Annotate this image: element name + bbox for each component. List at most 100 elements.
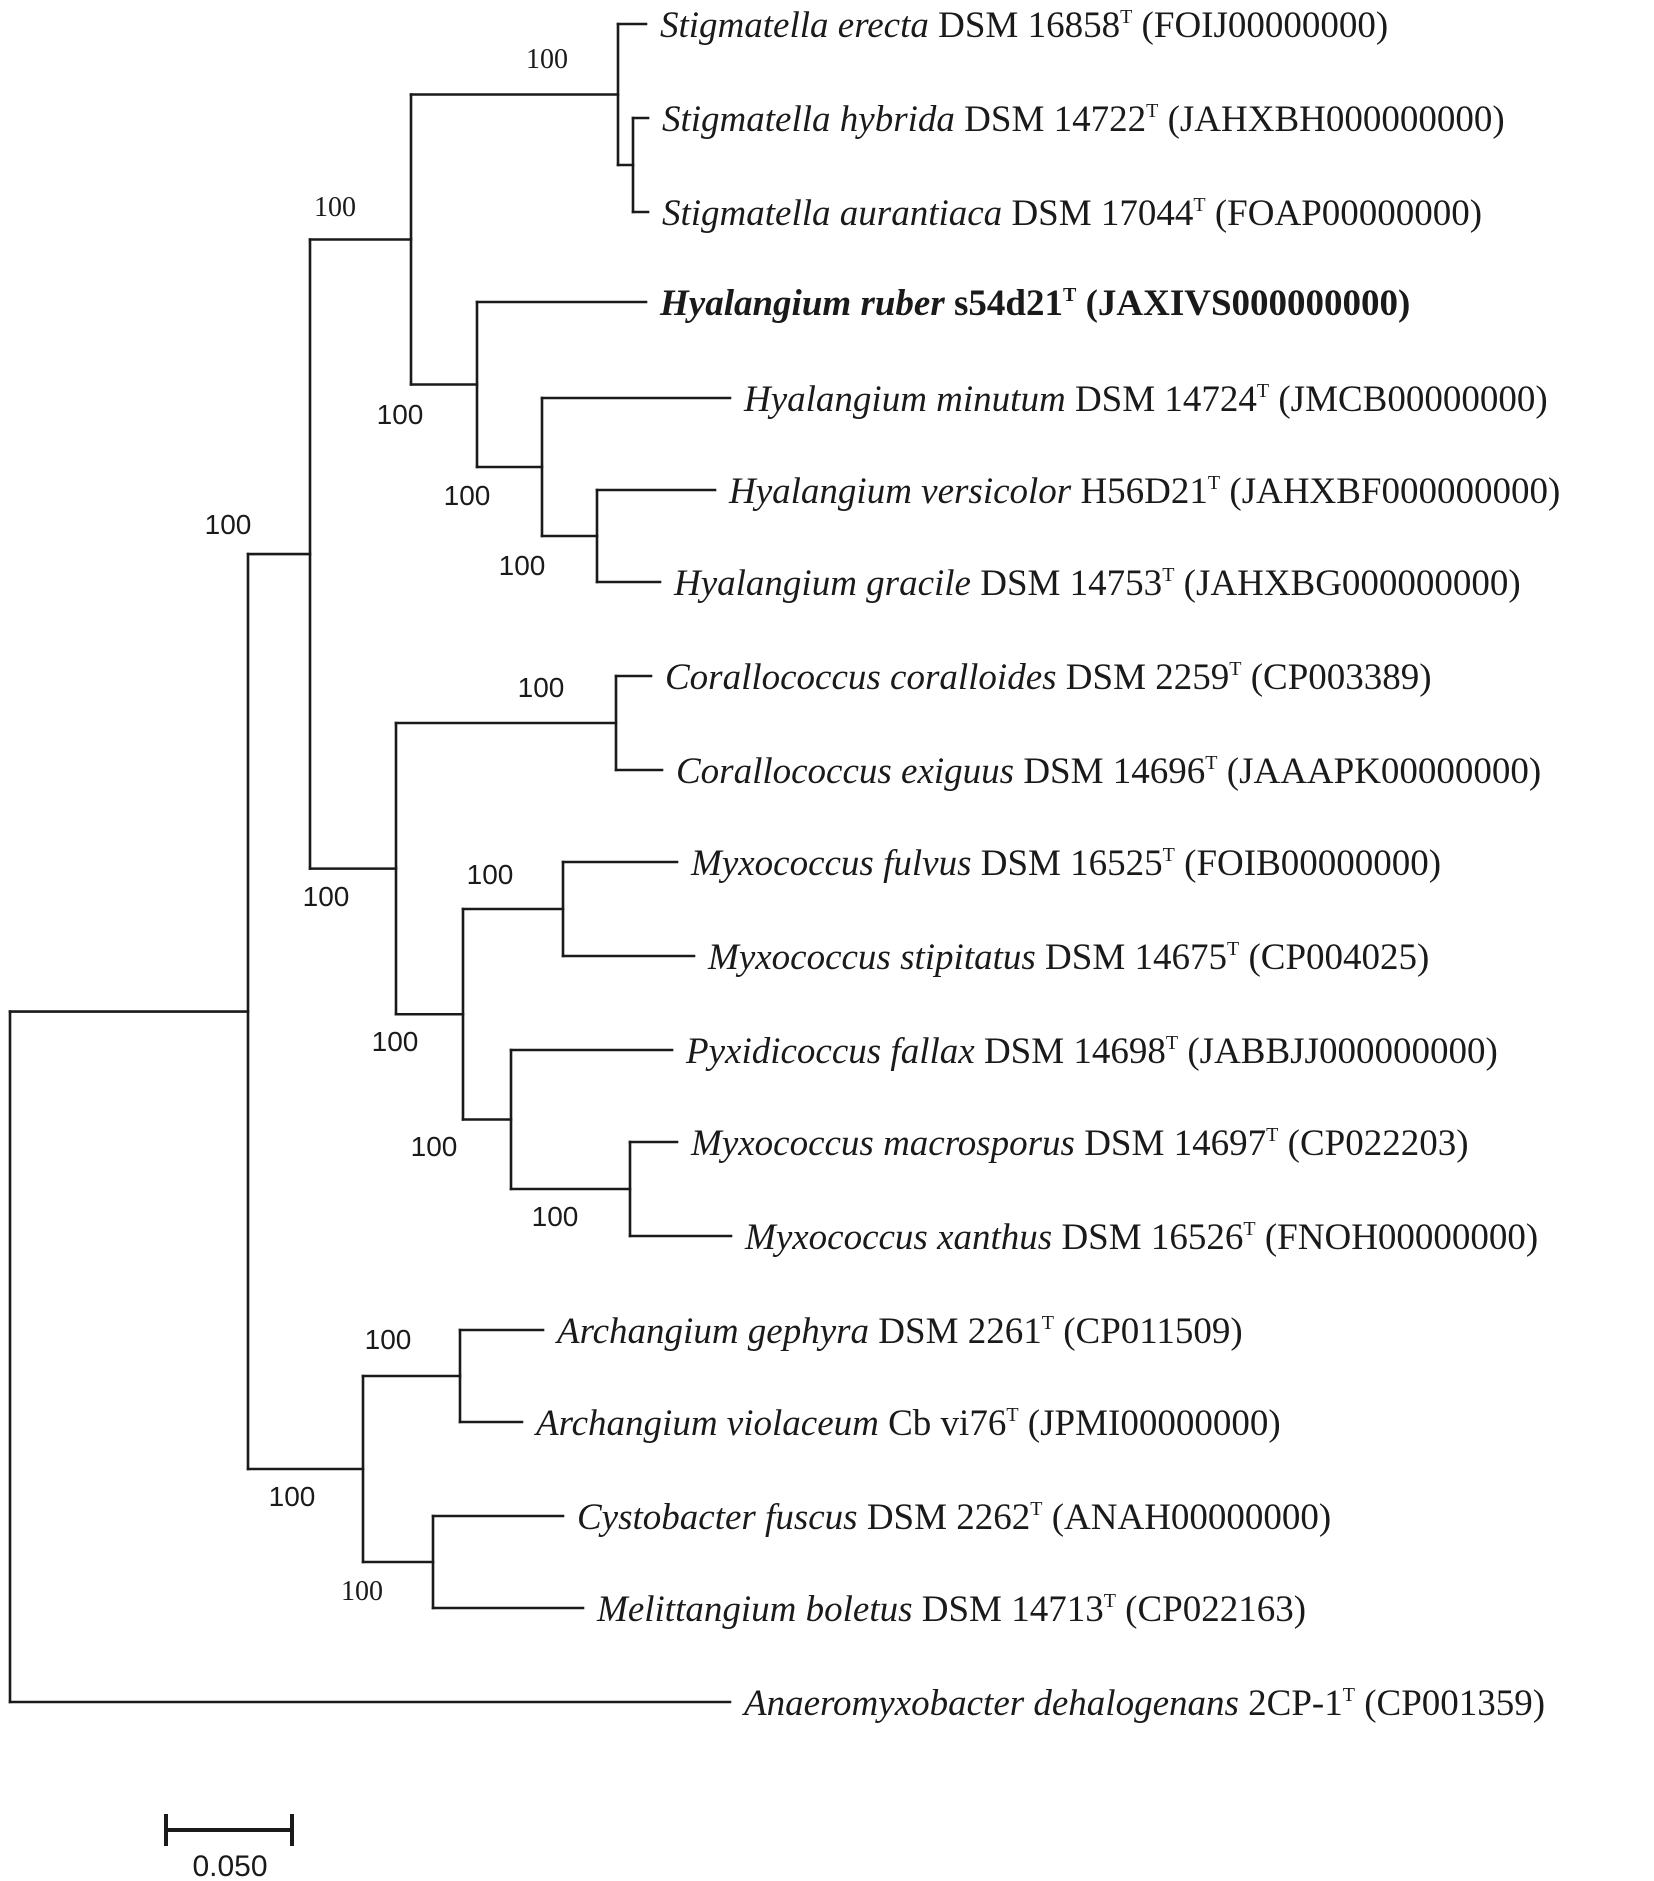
species-name: Stigmatella aurantiaca — [662, 193, 1002, 234]
strain-name: DSM 14696 — [1014, 751, 1205, 792]
species-name: Anaeromyxobacter dehalogenans — [741, 1683, 1239, 1724]
taxon-label: Myxococcus macrosporus DSM 14697T (CP022… — [690, 1123, 1469, 1164]
type-strain-superscript: T — [1343, 1684, 1355, 1706]
type-strain-superscript: T — [1163, 844, 1175, 866]
bootstrap-values: 1001001001001001001001001001001001001001… — [205, 44, 579, 1607]
bootstrap-value: 100 — [372, 1026, 419, 1057]
accession-number: (JAHXBG000000000) — [1174, 563, 1520, 604]
bootstrap-value: 100 — [526, 44, 568, 75]
accession-number: (JAHXBF000000000) — [1220, 471, 1560, 512]
taxon-label: Archangium violaceum Cb vi76T (JPMI00000… — [533, 1403, 1281, 1444]
species-name: Stigmatella erecta — [660, 5, 929, 46]
taxon-label: Hyalangium versicolor H56D21T (JAHXBF000… — [728, 471, 1560, 512]
accession-number: (ANAH00000000) — [1042, 1497, 1331, 1538]
type-strain-superscript: T — [1042, 1312, 1054, 1334]
bootstrap-value: 100 — [467, 859, 514, 890]
type-strain-superscript: T — [1006, 1404, 1018, 1426]
strain-name: DSM 14724 — [1066, 379, 1257, 420]
accession-number: (CP022203) — [1278, 1123, 1468, 1164]
strain-name: DSM 14722 — [955, 99, 1146, 140]
strain-name: DSM 17044 — [1002, 193, 1193, 234]
strain-name: DSM 14697 — [1075, 1123, 1266, 1164]
type-strain-superscript: T — [1063, 284, 1077, 306]
taxon-label: Corallococcus coralloides DSM 2259T (CP0… — [665, 657, 1432, 698]
accession-number: (JAXIVS000000000) — [1076, 283, 1410, 324]
species-name: Hyalangium gracile — [673, 563, 971, 604]
taxon-label: Stigmatella aurantiaca DSM 17044T (FOAP0… — [662, 193, 1482, 234]
accession-number: (JPMI00000000) — [1019, 1403, 1281, 1444]
type-strain-superscript: T — [1208, 472, 1220, 494]
bootstrap-value: 100 — [532, 1201, 579, 1232]
taxon-label: Myxococcus xanthus DSM 16526T (FNOH00000… — [744, 1217, 1538, 1258]
accession-number: (CP022163) — [1116, 1589, 1306, 1630]
taxon-label: Myxococcus fulvus DSM 16525T (FOIB000000… — [690, 843, 1441, 884]
bootstrap-value: 100 — [518, 672, 565, 703]
taxon-label: Anaeromyxobacter dehalogenans 2CP-1T (CP… — [741, 1683, 1545, 1724]
bootstrap-value: 100 — [365, 1324, 412, 1355]
accession-number: (CP001359) — [1355, 1683, 1545, 1724]
type-strain-superscript: T — [1266, 1124, 1278, 1146]
strain-name: DSM 14675 — [1036, 937, 1227, 978]
strain-name: DSM 14713 — [913, 1589, 1104, 1630]
type-strain-superscript: T — [1104, 1590, 1116, 1612]
strain-name: DSM 16526 — [1052, 1217, 1243, 1258]
species-name: Archangium violaceum — [533, 1403, 879, 1444]
species-name: Hyalangium minutum — [743, 379, 1066, 420]
strain-name: DSM 2262 — [858, 1497, 1031, 1538]
strain-name: H56D21 — [1071, 471, 1208, 512]
strain-name: DSM 14753 — [971, 563, 1162, 604]
accession-number: (JABBJJ000000000) — [1178, 1031, 1498, 1072]
taxon-labels: Stigmatella erecta DSM 16858T (FOIJ00000… — [533, 5, 1560, 1724]
bootstrap-value: 100 — [444, 480, 491, 511]
bootstrap-value: 100 — [411, 1131, 458, 1162]
accession-number: (FOIB00000000) — [1175, 843, 1441, 884]
strain-name: DSM 14698 — [975, 1031, 1166, 1072]
species-name: Archangium gephyra — [554, 1311, 869, 1352]
species-name: Myxococcus stipitatus — [707, 937, 1036, 978]
scale-bar-label: 0.050 — [192, 1850, 267, 1881]
species-name: Melittangium boletus — [596, 1589, 913, 1630]
accession-number: (FOAP00000000) — [1206, 193, 1483, 234]
strain-name: Cb vi76 — [879, 1403, 1006, 1444]
species-name: Myxococcus macrosporus — [690, 1123, 1075, 1164]
species-name: Hyalangium ruber — [659, 283, 945, 324]
type-strain-superscript: T — [1243, 1218, 1255, 1240]
taxon-label: Hyalangium gracile DSM 14753T (JAHXBG000… — [673, 563, 1521, 604]
taxon-label: Hyalangium minutum DSM 14724T (JMCB00000… — [743, 379, 1548, 420]
taxon-label: Stigmatella erecta DSM 16858T (FOIJ00000… — [660, 5, 1388, 46]
type-strain-superscript: T — [1257, 380, 1269, 402]
type-strain-superscript: T — [1120, 6, 1132, 28]
type-strain-superscript: T — [1030, 1498, 1042, 1520]
species-name: Myxococcus xanthus — [744, 1217, 1052, 1258]
accession-number: (JAAAPK00000000) — [1218, 751, 1542, 792]
species-name: Corallococcus exiguus — [676, 751, 1014, 792]
type-strain-superscript: T — [1146, 100, 1158, 122]
species-name: Cystobacter fuscus — [577, 1497, 858, 1538]
species-name: Stigmatella hybrida — [662, 99, 955, 140]
taxon-label: Stigmatella hybrida DSM 14722T (JAHXBH00… — [662, 99, 1505, 140]
bootstrap-value: 100 — [499, 550, 546, 581]
strain-name: DSM 16525 — [971, 843, 1162, 884]
type-strain-superscript: T — [1162, 564, 1174, 586]
bootstrap-value: 100 — [341, 1576, 383, 1607]
species-name: Pyxidicoccus fallax — [685, 1031, 975, 1072]
strain-name: DSM 2259 — [1057, 657, 1230, 698]
taxon-label: Cystobacter fuscus DSM 2262T (ANAH000000… — [577, 1497, 1331, 1538]
accession-number: (CP004025) — [1239, 937, 1429, 978]
accession-number: (FOIJ00000000) — [1132, 5, 1388, 46]
strain-name: DSM 2261 — [869, 1311, 1042, 1352]
type-strain-superscript: T — [1227, 938, 1239, 960]
accession-number: (CP011509) — [1054, 1311, 1243, 1352]
accession-number: (JMCB00000000) — [1269, 379, 1548, 420]
bootstrap-value: 100 — [269, 1481, 316, 1512]
type-strain-superscript: T — [1205, 752, 1217, 774]
accession-number: (FNOH00000000) — [1256, 1217, 1539, 1258]
bootstrap-value: 100 — [377, 399, 424, 430]
scale-bar: 0.050 — [164, 1814, 294, 1881]
species-name: Corallococcus coralloides — [665, 657, 1057, 698]
bootstrap-value: 100 — [205, 509, 252, 540]
taxon-label: Pyxidicoccus fallax DSM 14698T (JABBJJ00… — [685, 1031, 1498, 1072]
taxon-label: Hyalangium ruber s54d21T (JAXIVS00000000… — [659, 283, 1410, 324]
type-strain-superscript: T — [1193, 194, 1205, 216]
